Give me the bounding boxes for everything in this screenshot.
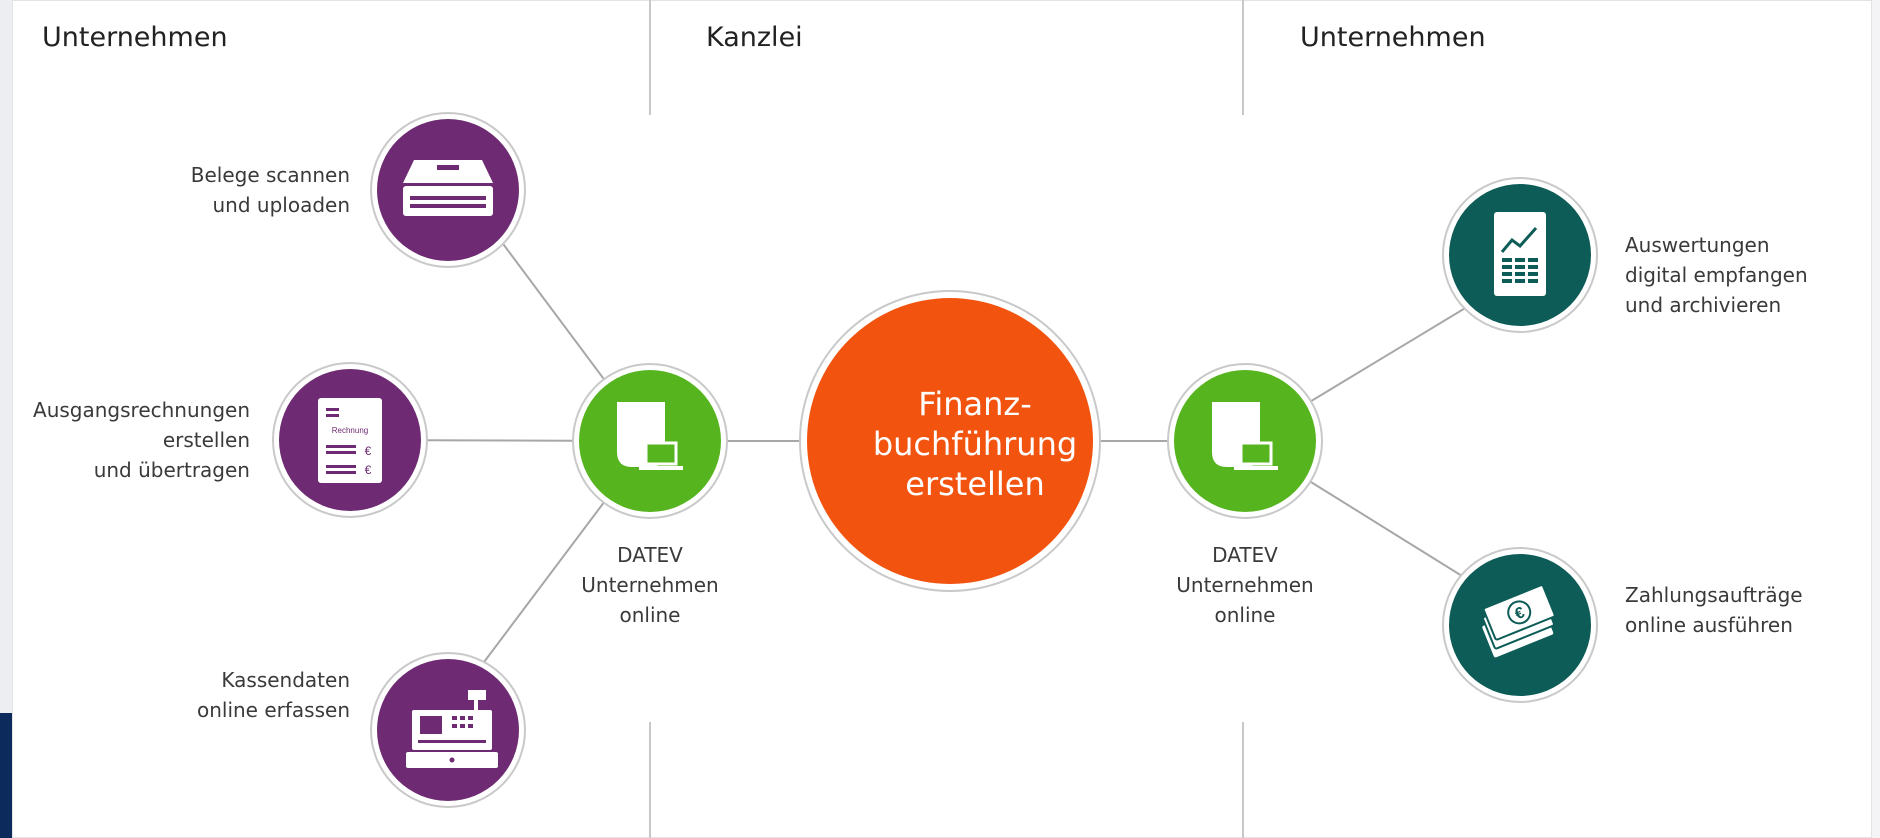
page-edge xyxy=(0,0,12,838)
section-title-middle: Kanzlei xyxy=(706,22,803,53)
center-line: Finanz- xyxy=(918,385,1032,423)
center-line: erstellen xyxy=(905,465,1045,503)
center-line: buchführung xyxy=(872,425,1078,463)
label-hub-right: DATEV Unternehmen online xyxy=(1175,540,1315,630)
label-line: online xyxy=(1214,603,1276,627)
label-line: und übertragen xyxy=(93,458,250,482)
label-line: Ausgangsrechnungen xyxy=(33,398,250,422)
center-node-label: Finanz- buchführung erstellen xyxy=(825,384,1125,504)
node-scan-upload xyxy=(370,112,526,268)
node-cash-data xyxy=(370,652,526,808)
label-cash-data: Kassendaten online erfassen xyxy=(197,665,350,725)
node-outgoing-invoices: Rechnung € € xyxy=(272,362,428,518)
column-dividers xyxy=(649,0,1244,838)
label-line: online erfassen xyxy=(196,698,350,722)
label-line: Kassendaten xyxy=(221,668,350,692)
label-scan-upload: Belege scannen und uploaden xyxy=(191,160,350,220)
label-line: Unternehmen xyxy=(581,573,719,597)
invoice-icon-text: Rechnung xyxy=(332,426,368,435)
label-line: und archivieren xyxy=(1625,293,1782,317)
label-reports: Auswertungen digital empfangen und archi… xyxy=(1625,230,1808,320)
label-line: digital empfangen xyxy=(1625,263,1808,287)
center-node xyxy=(799,290,1101,592)
hub-right xyxy=(1167,363,1323,519)
label-payments: Zahlungsaufträge online ausführen xyxy=(1625,580,1803,640)
label-line: Auswertungen xyxy=(1625,233,1770,257)
node-reports xyxy=(1442,177,1598,333)
label-hub-left: DATEV Unternehmen online xyxy=(580,540,720,630)
label-line: erstellen xyxy=(162,428,250,452)
banknotes-icon: € xyxy=(1482,584,1556,658)
hub-left xyxy=(572,363,728,519)
label-line: DATEV xyxy=(1212,543,1278,567)
datev-online-icon xyxy=(617,402,683,470)
label-line: online ausführen xyxy=(1625,613,1793,637)
label-outgoing-invoices: Ausgangsrechnungen erstellen und übertra… xyxy=(33,395,250,485)
label-line: DATEV xyxy=(617,543,683,567)
label-line: und uploaden xyxy=(212,193,351,217)
invoice-icon-currency-2: € xyxy=(365,463,372,477)
invoice-icon-currency: € xyxy=(365,444,372,458)
label-line: online xyxy=(619,603,681,627)
scanner-icon xyxy=(403,160,493,216)
section-title-left: Unternehmen xyxy=(42,22,228,53)
datev-online-icon-right xyxy=(1212,402,1278,470)
section-title-right: Unternehmen xyxy=(1300,22,1486,53)
cash-register-icon xyxy=(406,690,498,768)
report-chart-icon xyxy=(1494,212,1546,296)
label-line: Zahlungsaufträge xyxy=(1625,583,1803,607)
node-payments: € xyxy=(1442,547,1598,703)
label-line: Belege scannen xyxy=(190,163,350,187)
invoice-icon: Rechnung € € xyxy=(318,398,382,483)
page-edge-accent xyxy=(0,713,12,838)
label-line: Unternehmen xyxy=(1176,573,1314,597)
